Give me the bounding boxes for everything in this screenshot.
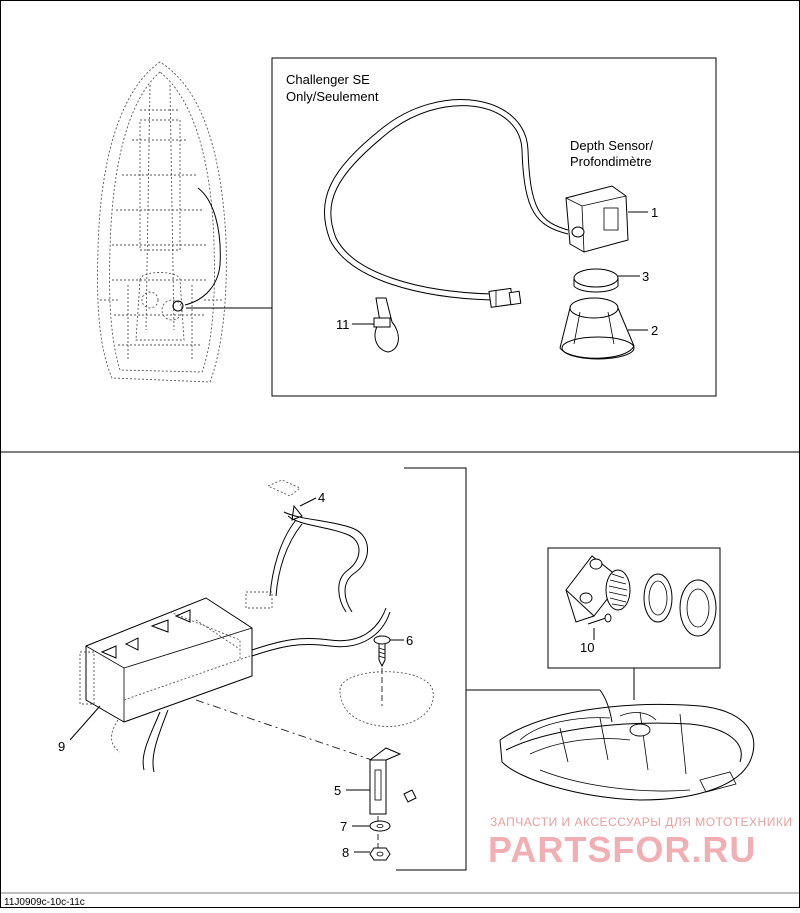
callout-11: 11 <box>336 317 350 332</box>
watermark-brand: PARTSFOR.RU <box>488 829 756 870</box>
callout-3: 3 <box>642 269 649 284</box>
part-5-bracket <box>346 747 417 860</box>
callout-4: 4 <box>318 490 325 505</box>
boat-perspective <box>499 704 755 801</box>
note-line-2: Only/Seulement <box>286 89 379 104</box>
callout-2: 2 <box>651 323 658 338</box>
callout-5: 5 <box>334 783 341 798</box>
parts-bracket <box>396 467 467 871</box>
mounting-pad <box>339 671 434 728</box>
vent-assembly <box>565 555 717 640</box>
sensor-cable <box>323 99 569 301</box>
alignment-line <box>195 699 373 761</box>
part-1-depth-sensor <box>565 185 648 253</box>
cable-connector <box>488 287 522 308</box>
sensor-label-2: Profondimètre <box>570 154 652 169</box>
part-4-harness <box>245 479 368 613</box>
part-6-screw <box>373 635 404 706</box>
part-11-cable-tie <box>352 297 399 353</box>
callout-9: 9 <box>58 739 65 754</box>
part-2-housing <box>559 297 648 360</box>
part-9-display-module <box>69 597 391 773</box>
part-8-nut <box>354 847 391 861</box>
watermark-tagline: ЗАПЧАСТИ И АКСЕССУАРЫ ДЛЯ МОТОТЕХНИКИ <box>490 815 792 829</box>
callout-10: 10 <box>580 640 594 655</box>
note-line-1: Challenger SE <box>286 72 370 87</box>
part-3-plug <box>573 268 640 293</box>
callout-1: 1 <box>651 205 658 220</box>
callout-6: 6 <box>406 633 413 648</box>
hull-top-view <box>97 61 227 383</box>
callout-7: 7 <box>340 819 347 834</box>
drawing-code: 11J0909c-10c-11c <box>4 897 85 908</box>
callout-8: 8 <box>342 845 349 860</box>
sensor-label-1: Depth Sensor/ <box>570 138 653 153</box>
detail-frame-top <box>271 57 717 397</box>
part-7-washer <box>352 820 391 832</box>
